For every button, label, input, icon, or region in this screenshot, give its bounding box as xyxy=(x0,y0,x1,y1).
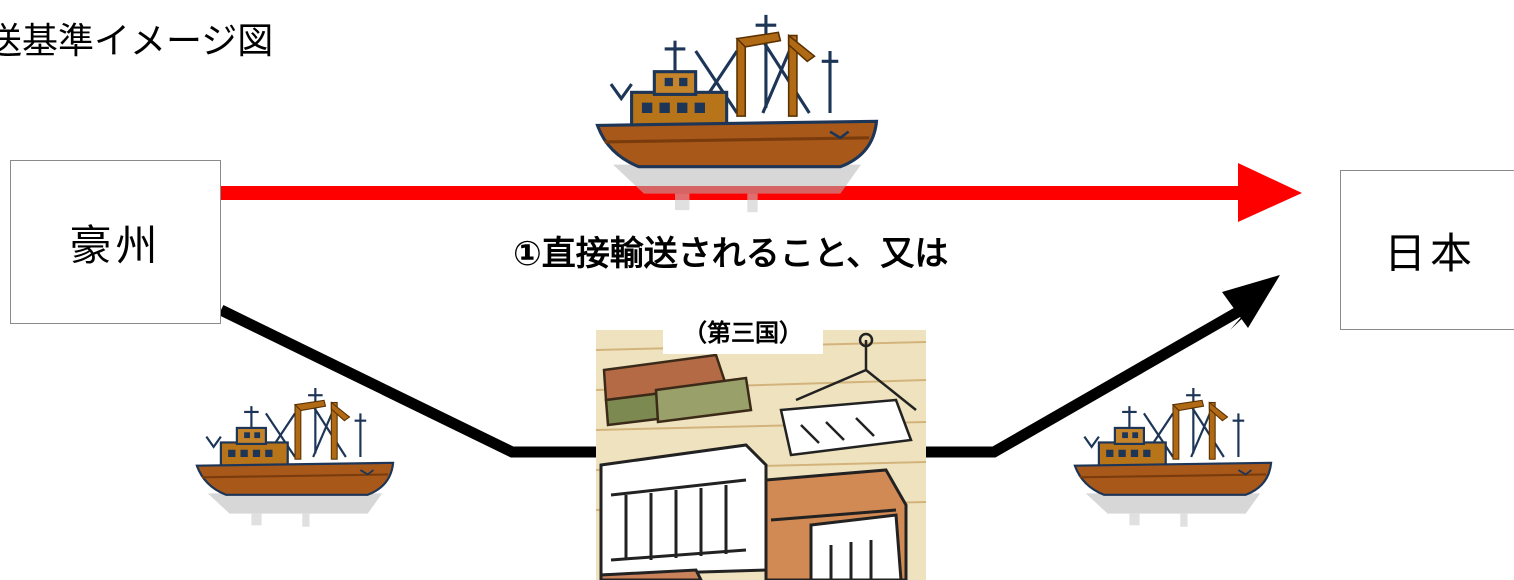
cargo-ship-icon-main xyxy=(595,13,879,214)
cargo-ship-icon-right xyxy=(1073,386,1273,529)
crates-warehouse-icon xyxy=(594,330,928,580)
destination-label: 日本 xyxy=(1383,228,1476,278)
via-route-arrow xyxy=(218,300,1253,458)
via-route-arrowhead xyxy=(1222,275,1280,328)
origin-box: 豪州 xyxy=(10,160,221,324)
destination-box: 日本 xyxy=(1340,170,1514,330)
page-title: 送基準イメージ図 xyxy=(0,21,274,62)
origin-label: 豪州 xyxy=(69,220,162,270)
third-country-label: （第三国） xyxy=(663,306,823,354)
direct-route-label: ①直接輸送されること、又は xyxy=(513,234,949,274)
cargo-ship-icon-left xyxy=(195,386,395,529)
